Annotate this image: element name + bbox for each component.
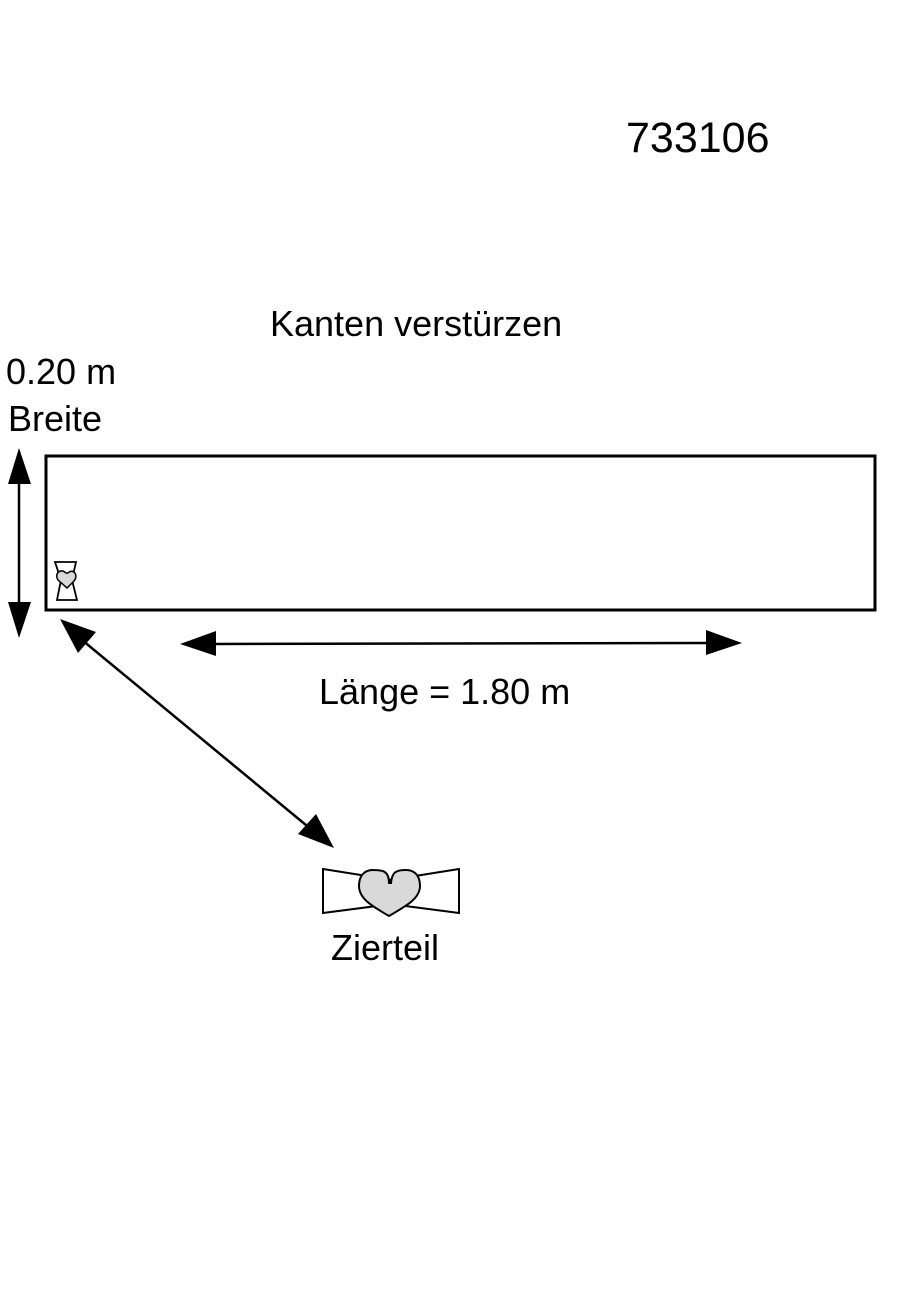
width-dimension-arrow [8, 448, 31, 638]
width-value: 0.20 m [6, 351, 117, 392]
length-dimension-arrow [180, 630, 742, 656]
fabric-panel [44, 454, 877, 612]
heart-bow-icon [322, 867, 460, 918]
length-label: Länge = 1.80 m [319, 671, 571, 712]
article-number: 733106 [626, 114, 770, 162]
small-ornament-icon [53, 561, 79, 601]
ornament-pointer-arrow [60, 619, 334, 848]
width-label: Breite [8, 398, 103, 439]
ornament-label: Zierteil [331, 927, 440, 968]
diagram-title: Kanten verstürzen [270, 303, 563, 344]
